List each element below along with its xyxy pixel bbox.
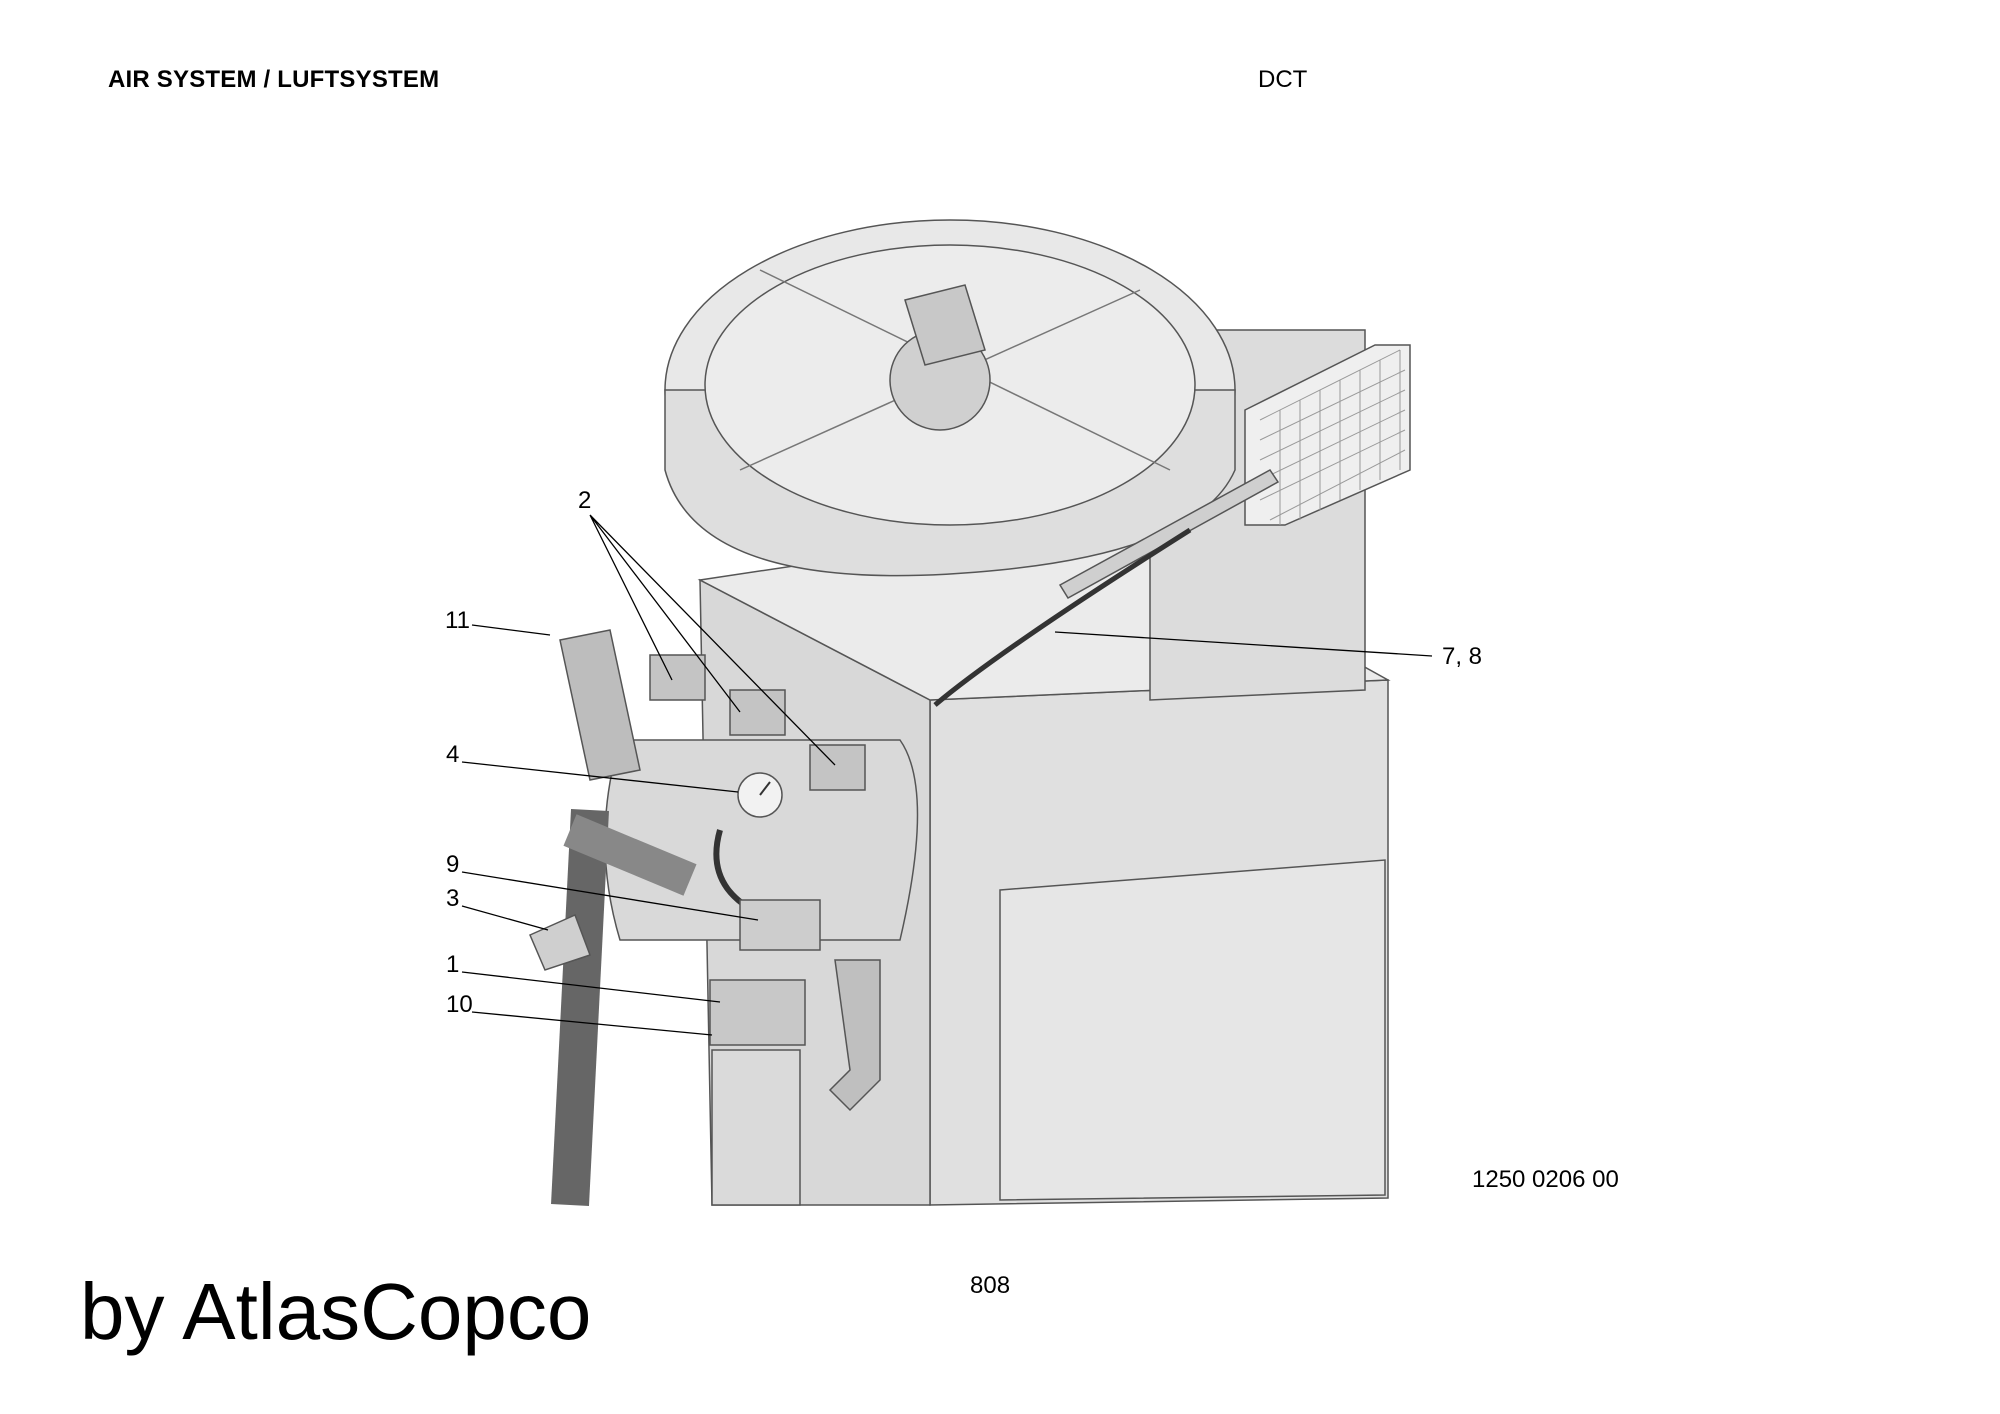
brand-text: by AtlasCopco [80,1267,592,1356]
leader-line-11 [471,624,551,636]
callout-10: 10 [446,991,713,1036]
rotor-cylinder [904,284,986,366]
leader-line-2 [589,514,836,766]
air-hose-upper [933,527,1192,707]
callout-4: 4 [446,741,739,793]
leader-line-9 [461,871,759,921]
callout-label-4: 4 [446,741,459,768]
solenoid-valve-c [809,744,866,791]
air-inlet-hose [551,809,609,1206]
air-inlet-coupling [559,629,641,781]
callout-1: 1 [446,951,721,1003]
outlet-elbow [828,959,881,1112]
callout-2: 2 [578,487,836,766]
control-valve-block [709,979,806,1046]
leader-line-4 [461,761,739,793]
leader-line-10 [471,1011,713,1036]
callout-7-8: 7, 8 [1054,631,1482,670]
solenoid-valve-a [649,654,706,701]
leader-line-3 [461,905,549,931]
callout-label-3: 3 [446,885,459,912]
machine-illustration [529,219,1411,1206]
callout-label-2: 2 [578,487,591,514]
page-title: AIR SYSTEM / LUFTSYSTEM [108,66,440,93]
page-number: 808 [970,1272,1011,1299]
inlet-pipe-t [563,814,697,896]
callout-label-9: 9 [446,851,459,878]
leader-line-1 [461,971,721,1003]
gauge-needle [759,781,771,796]
leader-line-7-8 [1054,631,1433,657]
heater-grid [1244,344,1411,526]
callout-label-1: 1 [446,951,459,978]
actuator-rod [1058,469,1280,600]
callout-3: 3 [446,885,549,931]
frame-leg [711,1049,801,1206]
callout-label-11: 11 [445,607,470,634]
filter-unit [739,899,821,951]
callout-9: 9 [446,851,759,921]
callout-label-7-8: 7, 8 [1442,643,1482,670]
cabinet-door [999,859,1386,1201]
heater-grid-mesh [1259,349,1406,525]
drawing-number: 1250 0206 00 [1472,1166,1619,1193]
model-code: DCT [1258,66,1308,93]
callout-label-10: 10 [446,991,473,1018]
solenoid-valve-b [729,689,786,736]
callout-11: 11 [445,607,551,636]
